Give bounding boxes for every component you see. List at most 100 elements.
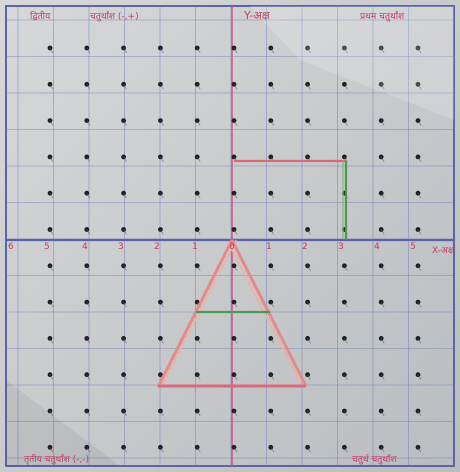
tick-x-neg4: 4 xyxy=(82,242,88,252)
tick-x-4: 4 xyxy=(374,242,380,252)
pin-shadow xyxy=(417,47,422,54)
pin-shadow xyxy=(233,265,238,272)
pin-shadow xyxy=(86,447,91,453)
pin-shadow xyxy=(307,47,312,54)
pin-shadow xyxy=(307,447,312,453)
pin-shadow xyxy=(123,156,128,163)
pin-shadow xyxy=(123,338,128,344)
pin-shadow xyxy=(343,120,348,126)
pin-shadow xyxy=(159,47,164,54)
pin-shadow xyxy=(86,301,91,308)
pin-shadow xyxy=(307,192,312,199)
pin-shadow xyxy=(270,47,275,54)
pin-shadow xyxy=(196,84,201,90)
pin-shadow xyxy=(343,338,348,344)
pin-shadow xyxy=(417,84,422,90)
pin-shadow xyxy=(233,120,238,126)
triangle-shape xyxy=(156,239,308,388)
pin-shadow xyxy=(233,229,238,235)
pin-shadow xyxy=(233,410,238,417)
pin-shadow xyxy=(343,447,348,453)
pin-shadow xyxy=(49,374,54,380)
pin-shadow xyxy=(49,265,54,272)
pin-shadow xyxy=(233,47,238,54)
pin-shadow xyxy=(417,301,422,308)
pin-shadow xyxy=(417,338,422,344)
pin-shadow xyxy=(233,301,238,308)
pin-shadow xyxy=(49,47,54,54)
pin-shadow xyxy=(380,301,385,308)
pin-shadow xyxy=(86,120,91,126)
pin-shadow xyxy=(86,84,91,90)
pin-shadow xyxy=(49,410,54,417)
pin-shadow xyxy=(343,301,348,308)
pin-shadow xyxy=(196,47,201,54)
pin-shadow xyxy=(86,338,91,344)
pin-shadow xyxy=(196,156,201,163)
pin-shadow xyxy=(49,447,54,453)
pin-shadow xyxy=(233,192,238,199)
pin-shadow xyxy=(233,338,238,344)
pin-shadow xyxy=(123,47,128,54)
pin-shadow xyxy=(343,374,348,380)
header-right: प्रथम चतुर्थांश xyxy=(360,12,405,22)
pin-shadow xyxy=(307,301,312,308)
pin-shadow xyxy=(86,410,91,417)
pin-shadow xyxy=(380,410,385,417)
glare xyxy=(250,6,454,120)
pin-shadow xyxy=(307,84,312,90)
pin-shadow xyxy=(196,265,201,272)
pin-shadow xyxy=(159,338,164,344)
pin-shadow xyxy=(270,447,275,453)
tick-x-3: 3 xyxy=(338,242,344,252)
pin-shadow xyxy=(380,265,385,272)
pin-shadow xyxy=(86,47,91,54)
pin-shadow xyxy=(159,192,164,199)
pin-shadow xyxy=(123,447,128,453)
pin-shadow xyxy=(159,84,164,90)
pin-shadow xyxy=(196,447,201,453)
pin-shadow xyxy=(343,47,348,54)
pin-shadow xyxy=(380,338,385,344)
pin-shadow xyxy=(380,84,385,90)
pin-shadow xyxy=(233,447,238,453)
pin-shadow xyxy=(307,374,312,380)
pin-shadow xyxy=(307,265,312,272)
tick-x-neg5: 5 xyxy=(44,242,50,252)
pin-shadow xyxy=(196,192,201,199)
board-border xyxy=(5,5,455,467)
pin-shadow xyxy=(417,410,422,417)
triangle-left-thread xyxy=(156,239,234,388)
pin-shadow xyxy=(270,410,275,417)
x-axis-label: X-अक्ष xyxy=(432,246,455,256)
pin-shadow xyxy=(307,410,312,417)
pin-shadow xyxy=(380,374,385,380)
pin-shadow xyxy=(196,229,201,235)
pin-shadow xyxy=(159,229,164,235)
pin-shadow xyxy=(159,156,164,163)
pin-shadow xyxy=(49,84,54,90)
pin-shadow xyxy=(270,265,275,272)
pin-shadow xyxy=(123,374,128,380)
pin-shadow xyxy=(417,192,422,199)
pin-shadow xyxy=(49,301,54,308)
pin-shadow xyxy=(123,120,128,126)
footer-right: चतुर्थ चतुर्थांश xyxy=(352,455,397,465)
pin-shadow xyxy=(343,410,348,417)
tick-x-2: 2 xyxy=(302,242,308,252)
pin-shadow xyxy=(417,447,422,453)
shadow xyxy=(6,380,120,466)
pin-shadow xyxy=(159,265,164,272)
pin-shadow xyxy=(307,338,312,344)
tick-x-5: 5 xyxy=(410,242,416,252)
pin-shadow xyxy=(196,410,201,417)
pin-shadow xyxy=(123,265,128,272)
pin-shadow xyxy=(49,156,54,163)
pin-shadow xyxy=(270,229,275,235)
pin-shadow xyxy=(123,301,128,308)
pin-shadow xyxy=(307,229,312,235)
pin-shadow xyxy=(159,301,164,308)
pin-shadow xyxy=(196,120,201,126)
pin-shadow xyxy=(380,120,385,126)
